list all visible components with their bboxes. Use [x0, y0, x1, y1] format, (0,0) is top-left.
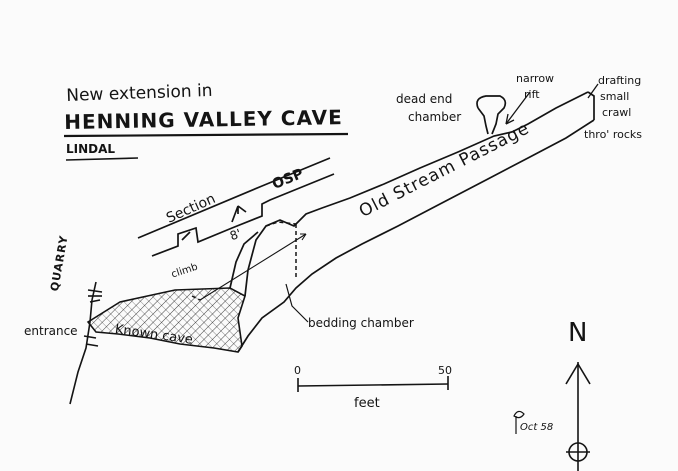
scale-start-label: 0 [294, 364, 301, 377]
section-drawing [137, 157, 335, 257]
signature-mark [513, 410, 525, 434]
drafting-label-line1: drafting [598, 74, 642, 87]
drafting-label-line2: small [600, 90, 630, 103]
drafting-crawl-arrow [587, 83, 599, 99]
dead-end-chamber [476, 95, 507, 135]
dashed-boundaries [191, 221, 297, 301]
known-cave [86, 287, 246, 353]
bedding-chamber-label: bedding chamber [308, 316, 414, 330]
bedding-chamber-pointer [285, 283, 309, 323]
title-line-2: HENNING VALLEY CAVE [64, 105, 343, 134]
north-label: N [568, 318, 588, 348]
entrance-label: entrance [24, 324, 78, 338]
quarry-edge [69, 281, 103, 405]
north-arrow [565, 362, 591, 471]
scale-unit-label: feet [354, 396, 380, 411]
scale-end-label: 50 [438, 364, 452, 377]
drafting-label-line4: thro' rocks [584, 128, 642, 141]
narrow-rift-label-line1: narrow [516, 72, 555, 85]
location-label: LINDAL [66, 142, 116, 156]
drafting-label-line3: crawl [602, 106, 632, 119]
narrow-rift-arrow [505, 91, 531, 125]
survey-line [199, 233, 307, 301]
cave-passage-outline [229, 91, 595, 353]
title-underlines [63, 132, 349, 161]
signature-label: Oct 58 [520, 422, 554, 433]
dead-end-label-line1: dead end [396, 92, 453, 106]
narrow-rift-label-line2: rift [524, 88, 540, 101]
scale-bar [297, 376, 449, 392]
dead-end-label-line2: chamber [408, 110, 462, 124]
